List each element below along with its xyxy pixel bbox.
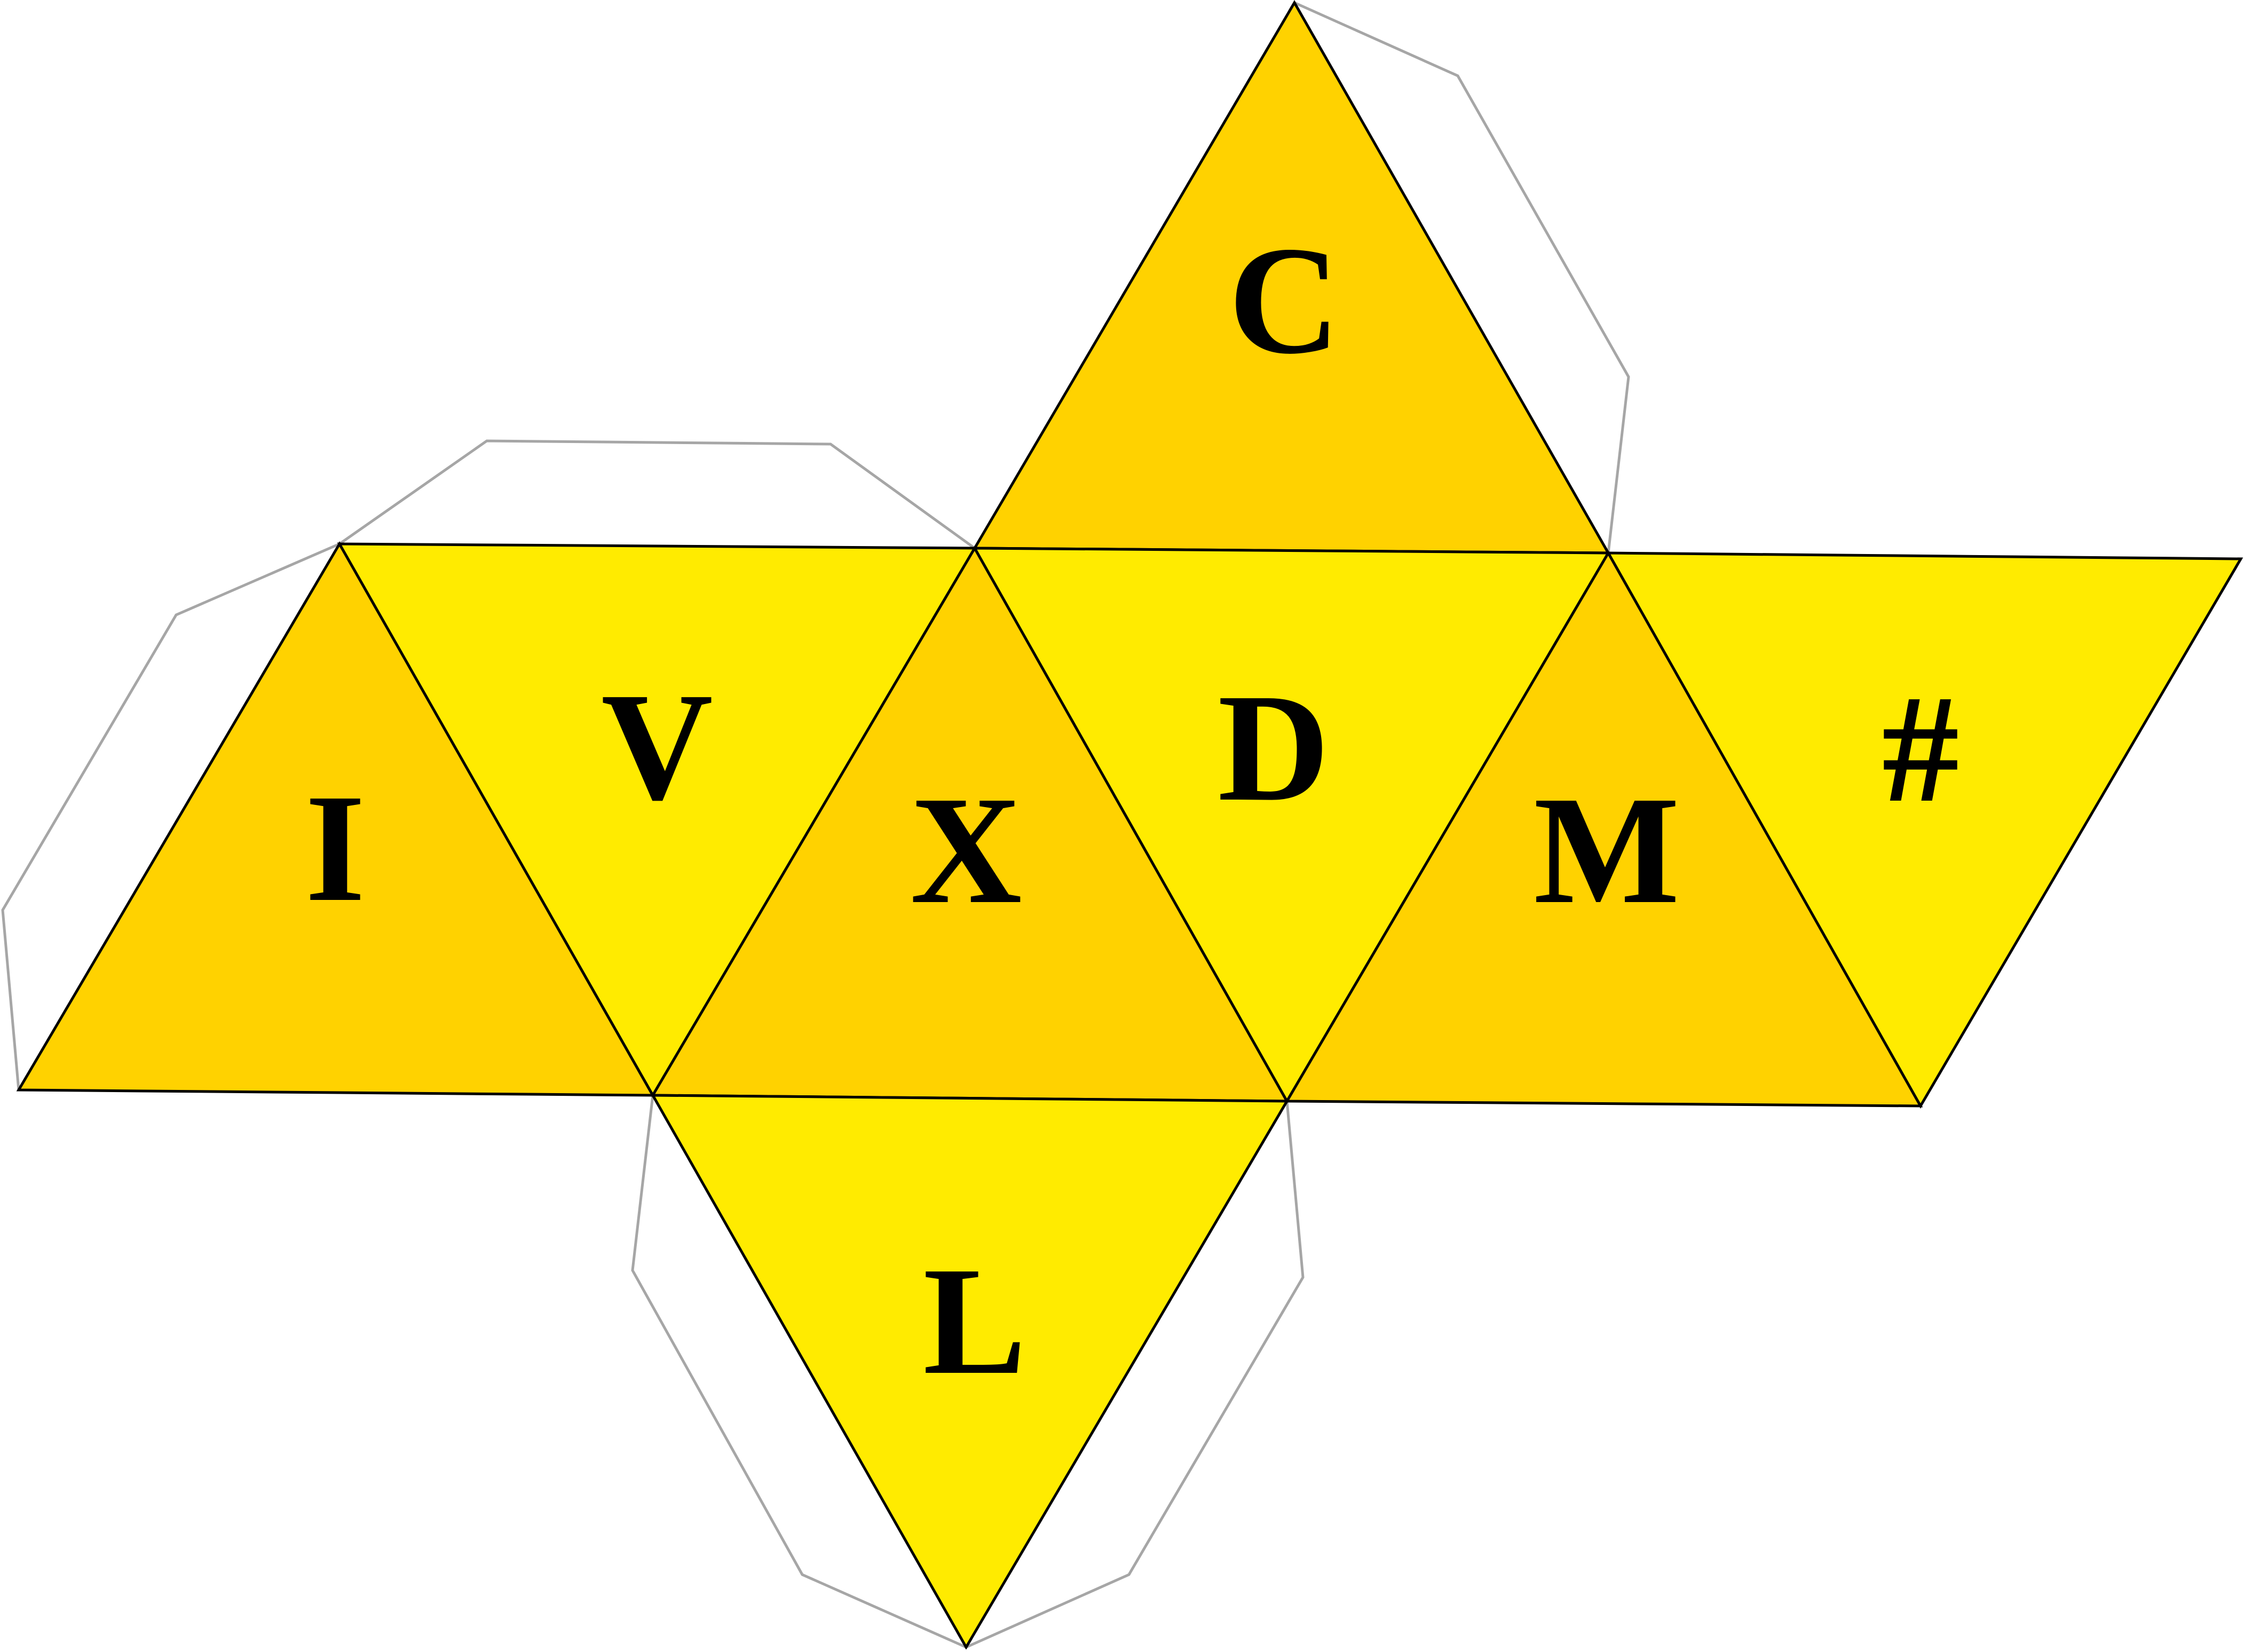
face-label-D: D (1218, 662, 1329, 833)
face-label-C: C (1228, 215, 1340, 386)
faces (16, 0, 2243, 1650)
face-labels: I V X C D M # L (305, 215, 1959, 1406)
face-label-L: L (923, 1235, 1026, 1406)
glue-tabs (1, 1, 1630, 1649)
face-L (650, 1094, 1290, 1650)
face-label-V: V (601, 661, 713, 832)
face-label-hash: # (1882, 663, 1959, 834)
glue-tab-top-right (1293, 1, 1630, 554)
glue-tab-top-left (338, 439, 976, 550)
face-label-I: I (305, 762, 366, 934)
glue-tab-bottom-right (965, 1101, 1305, 1649)
glue-tab-left (1, 542, 340, 1090)
glue-tab-bottom-left (631, 1095, 967, 1649)
face-hash (1606, 551, 2243, 1109)
face-label-X: X (910, 764, 1022, 936)
face-label-M: M (1534, 764, 1680, 936)
